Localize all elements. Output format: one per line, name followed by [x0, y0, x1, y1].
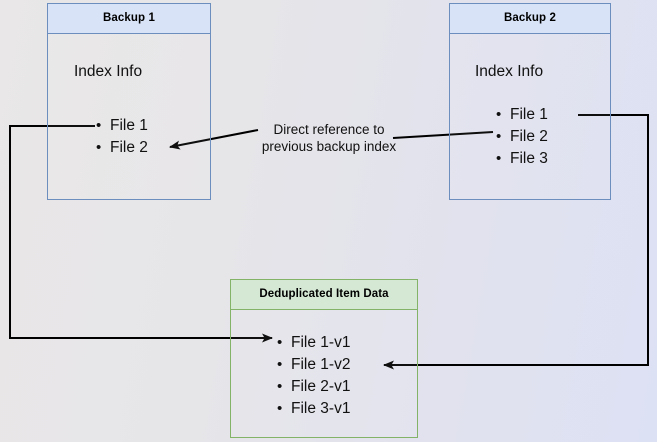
list-item: File 2	[96, 137, 148, 159]
deduplicated-item-list: File 1-v1 File 1-v2 File 2-v1 File 3-v1	[277, 332, 350, 420]
backup-2-file-list: File 1 File 2 File 3	[496, 104, 548, 170]
list-item: File 1-v2	[277, 354, 350, 376]
list-item: File 1	[496, 104, 548, 126]
backup-2-body: Index Info File 1 File 2 File 3	[450, 34, 610, 200]
deduplicated-item-data-body: File 1-v1 File 1-v2 File 2-v1 File 3-v1	[231, 310, 417, 438]
backup-1-file-list: File 1 File 2	[96, 115, 148, 159]
backup-2-index-info-label: Index Info	[475, 62, 544, 80]
list-item: File 3	[496, 148, 548, 170]
deduplicated-item-data-header: Deduplicated Item Data	[231, 280, 417, 310]
deduplicated-item-data-box[interactable]: Deduplicated Item Data File 1-v1 File 1-…	[230, 279, 418, 438]
list-item: File 2	[496, 126, 548, 148]
direct-reference-annotation-line-1: Direct reference to	[273, 122, 385, 137]
backup-1-body: Index Info File 1 File 2	[48, 34, 210, 200]
backup-1-index-info-label: Index Info	[74, 62, 143, 80]
list-item: File 3-v1	[277, 398, 350, 420]
backup-1-header: Backup 1	[48, 4, 210, 34]
direct-reference-annotation-line-2: previous backup index	[261, 139, 397, 154]
list-item: File 1	[96, 115, 148, 137]
direct-reference-annotation: Direct reference to previous backup inde…	[254, 121, 404, 155]
backup-1-box[interactable]: Backup 1 Index Info File 1 File 2	[47, 3, 211, 200]
backup-2-box[interactable]: Backup 2 Index Info File 1 File 2 File 3	[449, 3, 611, 200]
backup-2-header: Backup 2	[450, 4, 610, 34]
list-item: File 2-v1	[277, 376, 350, 398]
list-item: File 1-v1	[277, 332, 350, 354]
